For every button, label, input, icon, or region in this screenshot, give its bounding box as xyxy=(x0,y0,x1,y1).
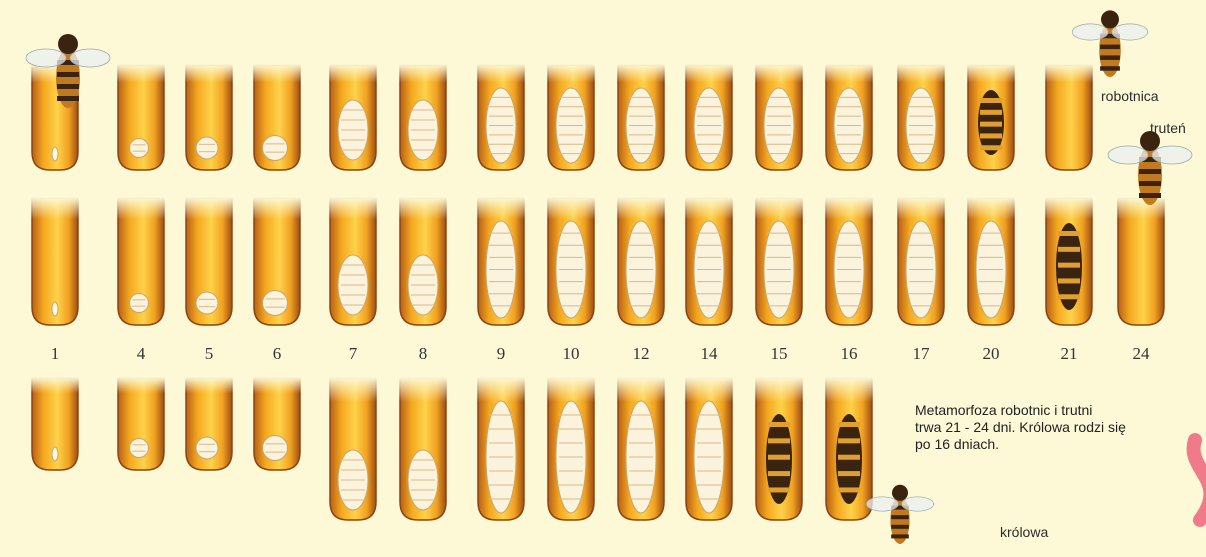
metamorphosis-caption: Metamorfoza robotnic i trutni trwa 21 - … xyxy=(915,402,1205,453)
larva-icon xyxy=(263,291,288,316)
larva-icon xyxy=(408,255,438,315)
day-label: 1 xyxy=(35,344,75,364)
cell-row-3 xyxy=(30,377,874,520)
larva-icon xyxy=(486,221,516,318)
larva-icon xyxy=(338,450,368,510)
larva-icon xyxy=(196,437,218,459)
drone-label: truteń xyxy=(1150,120,1186,136)
larva-icon xyxy=(196,137,218,159)
day-label: 5 xyxy=(189,344,229,364)
larva-icon xyxy=(486,88,516,163)
larva-icon xyxy=(764,221,794,318)
larva-icon xyxy=(694,401,724,513)
egg-icon xyxy=(52,302,58,316)
larva-icon xyxy=(338,100,368,160)
larva-icon xyxy=(834,88,864,163)
larva-icon xyxy=(626,401,656,513)
larva-icon xyxy=(338,255,368,315)
larva-icon xyxy=(130,139,149,158)
egg-icon xyxy=(52,147,58,161)
larva-icon xyxy=(556,401,586,513)
cell-row-2 xyxy=(30,197,1166,325)
day-label: 20 xyxy=(971,344,1011,364)
bee-icon xyxy=(766,414,792,504)
larva-icon xyxy=(263,136,288,161)
cell-row-1 xyxy=(30,64,1094,170)
larva-icon xyxy=(556,88,586,163)
worker-label: robotnica xyxy=(1101,88,1159,104)
bee-icon xyxy=(1056,223,1082,310)
larva-icon xyxy=(764,88,794,163)
bee-icon xyxy=(978,90,1004,155)
larva-icon xyxy=(408,450,438,510)
larva-icon xyxy=(906,88,936,163)
day-label: 24 xyxy=(1121,344,1161,364)
day-label: 4 xyxy=(121,344,161,364)
larva-icon xyxy=(906,221,936,318)
day-label: 7 xyxy=(333,344,373,364)
larva-icon xyxy=(263,436,288,461)
larva-icon xyxy=(130,439,149,458)
egg-icon xyxy=(52,447,58,461)
day-label: 17 xyxy=(901,344,941,364)
larva-icon xyxy=(486,401,516,513)
queen-bee-adult-icon xyxy=(866,485,933,544)
day-label: 16 xyxy=(829,344,869,364)
day-label: 21 xyxy=(1049,344,1089,364)
day-label: 8 xyxy=(403,344,443,364)
queen-label: królowa xyxy=(1000,524,1048,540)
day-label: 10 xyxy=(551,344,591,364)
day-label: 14 xyxy=(689,344,729,364)
day-label: 9 xyxy=(481,344,521,364)
larva-icon xyxy=(196,292,218,314)
day-label: 12 xyxy=(621,344,661,364)
bee-icon xyxy=(836,414,862,504)
larva-icon xyxy=(408,100,438,160)
drone-bee-adult-icon xyxy=(1108,131,1192,205)
larva-icon xyxy=(694,221,724,318)
day-label: 15 xyxy=(759,344,799,364)
larva-icon xyxy=(834,221,864,318)
larva-icon xyxy=(130,294,149,313)
larva-icon xyxy=(626,221,656,318)
larva-icon xyxy=(694,88,724,163)
larva-icon xyxy=(626,88,656,163)
day-label: 6 xyxy=(257,344,297,364)
larva-icon xyxy=(976,221,1006,318)
larva-icon xyxy=(556,221,586,318)
